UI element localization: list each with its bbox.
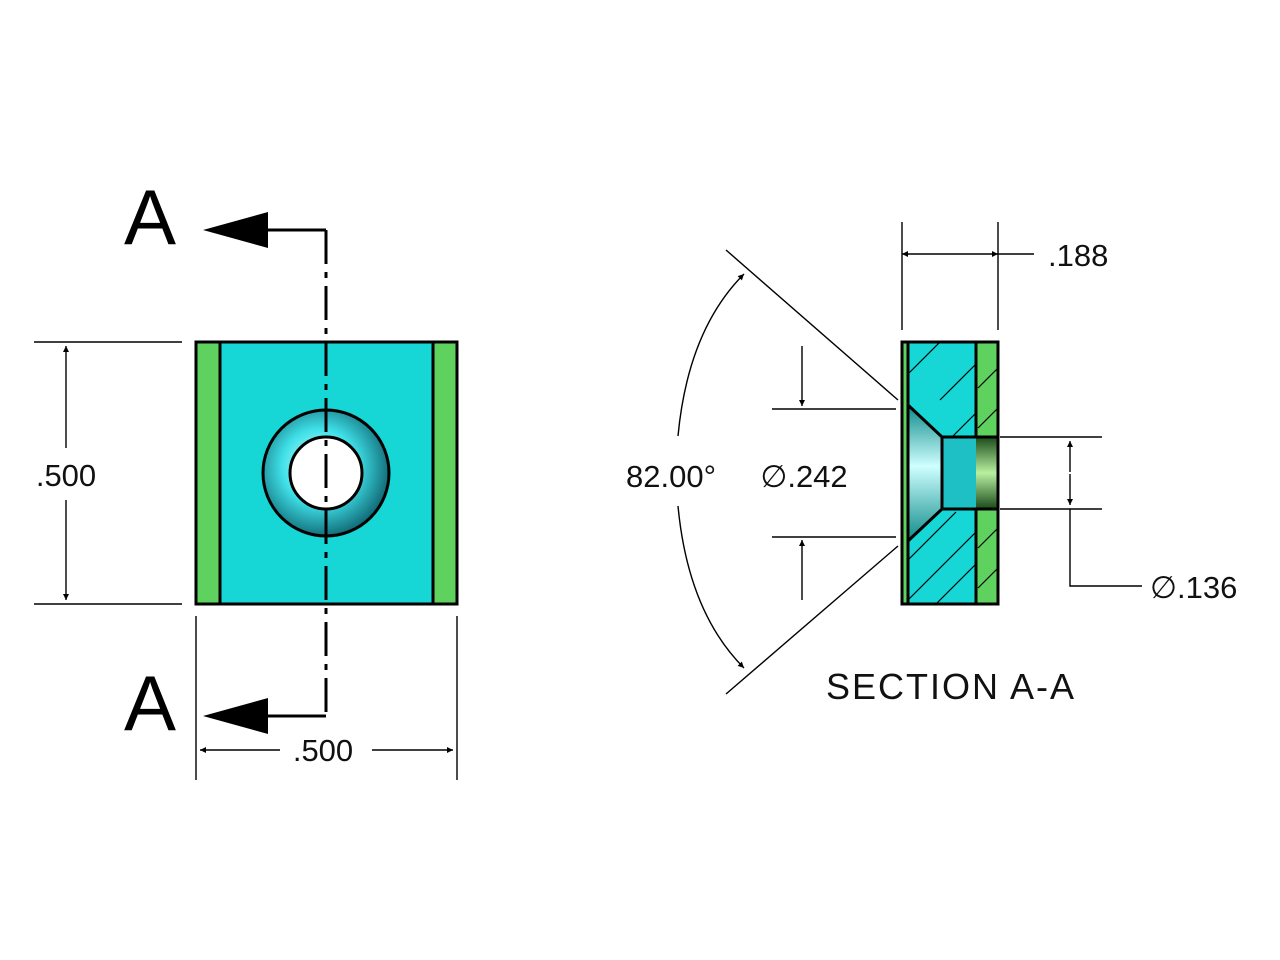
view-arrow-bottom bbox=[203, 698, 268, 734]
countersink-angle: 82.00° bbox=[626, 459, 716, 494]
hole-bore-surface bbox=[942, 437, 976, 509]
front-view: A A .500 .500 bbox=[34, 173, 459, 780]
thickness-dimension: .188 bbox=[1048, 238, 1108, 273]
hole-dia-leader bbox=[1069, 509, 1142, 587]
section-left-band bbox=[902, 342, 908, 604]
section-title: SECTION A-A bbox=[826, 666, 1076, 707]
view-arrow-top bbox=[203, 212, 268, 248]
angle-arc-lower bbox=[677, 505, 745, 669]
angle-extension-bottom bbox=[725, 545, 899, 695]
section-bore-band bbox=[976, 437, 998, 509]
height-dimension: .500 bbox=[36, 458, 96, 493]
section-label-top: A bbox=[124, 173, 176, 261]
angle-extension-top bbox=[725, 249, 899, 401]
section-upper-material bbox=[908, 342, 976, 437]
countersink-surface bbox=[908, 405, 942, 541]
right-chamfer-band bbox=[433, 342, 457, 604]
section-outline bbox=[900, 340, 1000, 606]
section-view: .188 82.00° ∅.242 ∅.136 SECTION A-A bbox=[626, 222, 1237, 707]
left-chamfer-band bbox=[196, 342, 220, 604]
hole-diameter: ∅.136 bbox=[1150, 570, 1237, 605]
section-hatching bbox=[907, 341, 999, 605]
section-label-bottom: A bbox=[124, 659, 176, 747]
countersink-diameter: ∅.242 bbox=[760, 459, 847, 494]
angle-arc-upper bbox=[677, 273, 745, 437]
width-dimension: .500 bbox=[293, 733, 353, 768]
